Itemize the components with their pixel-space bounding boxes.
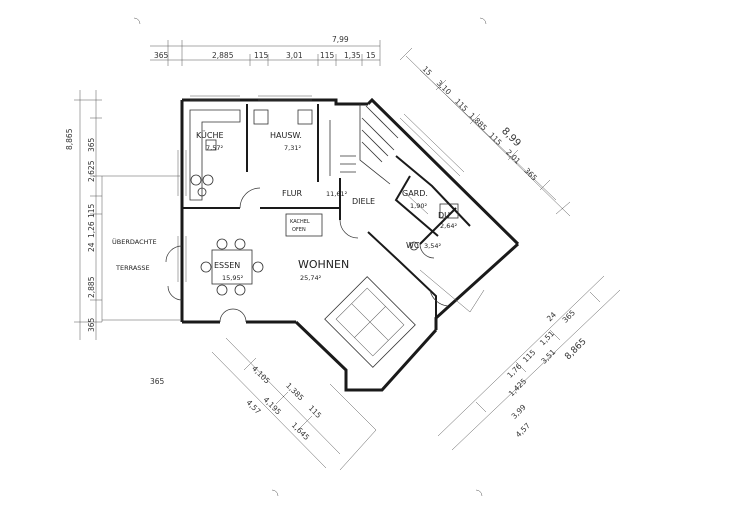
dim-left-0: 365 (87, 137, 96, 152)
dim-top-5: 1,35 (344, 51, 361, 60)
room-name-du: DU (438, 211, 450, 220)
room-area-kueche: 7,57² (206, 144, 223, 152)
dim-bottom-left-4: 1,645 (290, 421, 312, 443)
dim-bottom-left-1: 4,105 (250, 364, 272, 386)
dim-left-3: 1,26 (87, 221, 96, 238)
dim-diag-lower-0: 365 (561, 308, 578, 325)
dimension-lines (74, 40, 621, 469)
dim-diag-upper-0: 15 (421, 64, 434, 77)
dim-left-6: 365 (87, 317, 96, 332)
doors (165, 187, 449, 323)
scan-marks (133, 17, 487, 497)
dim-left-total: 8,865 (65, 128, 74, 150)
dim-diag-upper-3: 1,885 (467, 111, 489, 133)
dim-diag-upper-5: 2,01 (504, 148, 522, 166)
kachelofen-label-line1: KACHEL (290, 219, 310, 225)
dim-diag-lower-7: 1,425 (507, 376, 529, 398)
interior-walls (182, 104, 471, 318)
dim-diag-lower-8: 3,99 (510, 402, 528, 420)
room-area-essen: 15,95² (222, 274, 244, 282)
dim-diag-upper-6: 365 (522, 166, 539, 183)
dim-diag-upper-1: 3,10 (435, 78, 453, 96)
dim-diag-upper-7: 8,99 (499, 126, 523, 150)
room-name-gard: GARD. (402, 189, 428, 198)
dim-top-3: 3,01 (286, 51, 303, 60)
terrace (101, 175, 485, 471)
exterior-walls (180, 97, 520, 392)
dim-diag-lower-9: 4,57 (514, 421, 532, 439)
dim-diag-lower-4: 24 (545, 310, 558, 323)
room-area-hausw: 7,31² (284, 144, 301, 152)
dim-left-4: 24 (87, 242, 96, 252)
staircase (340, 105, 399, 173)
dim-top-2: 115 (254, 51, 269, 60)
kachelofen-label-line2: OFEN (292, 227, 306, 233)
windows (177, 95, 465, 282)
dim-top-4: 115 (320, 51, 335, 60)
terrace-label-line1: ÜBERDACHTE (112, 237, 157, 246)
room-name-wohnen: WOHNEN (298, 258, 349, 271)
dim-left-1: 2,625 (87, 160, 96, 182)
room-area-du: 2,64² (440, 222, 457, 230)
room-name-essen: ESSEN (214, 261, 240, 270)
room-name-kueche: KÜCHE (196, 130, 224, 140)
dim-bottom-left-0: 365 (150, 377, 165, 386)
dim-top-0: 365 (154, 51, 169, 60)
room-area-wc: 3,54² (424, 242, 441, 250)
dim-diag-lower-2: 115 (521, 348, 538, 365)
room-labels: KÜCHE 7,57² HAUSW. 7,31² FLUR 11,61² DIE… (112, 130, 457, 282)
dim-left-5: 2,885 (87, 276, 96, 298)
dim-left-2: 115 (87, 203, 96, 218)
dim-top-6: 15 (366, 51, 376, 60)
room-area-gard: 1,90² (410, 202, 427, 210)
room-name-flur: FLUR (282, 189, 303, 198)
room-area-diele: 11,61² (326, 190, 348, 198)
dim-bottom-left-2: 1,385 (284, 381, 306, 403)
dim-diag-lower-5: 3,51 (539, 347, 557, 365)
dim-bottom-left-3: 115 (307, 404, 324, 421)
dim-diag-upper-2: 115 (453, 97, 470, 114)
room-name-diele: DIELE (352, 197, 375, 206)
room-area-wohnen: 25,74² (300, 274, 322, 282)
furniture (189, 109, 459, 368)
room-name-wc: WC (406, 241, 420, 250)
terrace-label-line2: TERRASSE (115, 264, 150, 272)
room-name-hausw: HAUSW. (270, 131, 302, 140)
dim-diag-lower-3: 1,51 (538, 329, 556, 347)
dim-top-1: 2,885 (212, 51, 234, 60)
dim-top-total: 7,99 (332, 35, 349, 44)
